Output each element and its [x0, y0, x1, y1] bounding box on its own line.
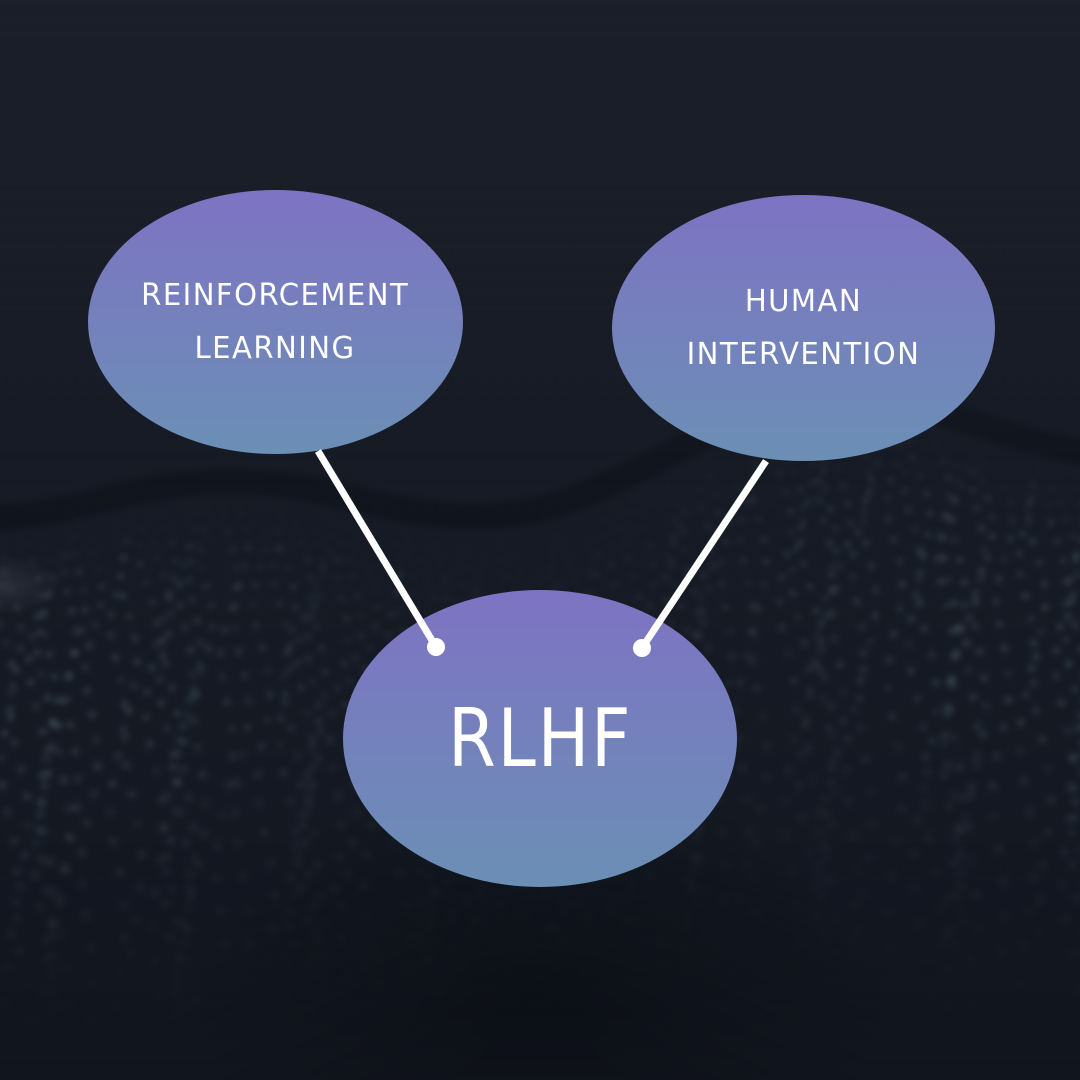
node-human-intervention-label-line1: HUMAN — [744, 284, 863, 319]
node-reinforcement-learning-label-line1: REINFORCEMENT — [141, 278, 410, 313]
node-human-intervention: HUMAN INTERVENTION — [612, 195, 995, 461]
node-rlhf: RLHF — [343, 590, 737, 887]
node-human-intervention-label-line2: INTERVENTION — [686, 337, 921, 372]
node-reinforcement-learning-label-line2: LEARNING — [194, 331, 357, 366]
node-reinforcement-learning: REINFORCEMENT LEARNING — [88, 190, 463, 454]
node-rlhf-label: RLHF — [447, 691, 633, 785]
